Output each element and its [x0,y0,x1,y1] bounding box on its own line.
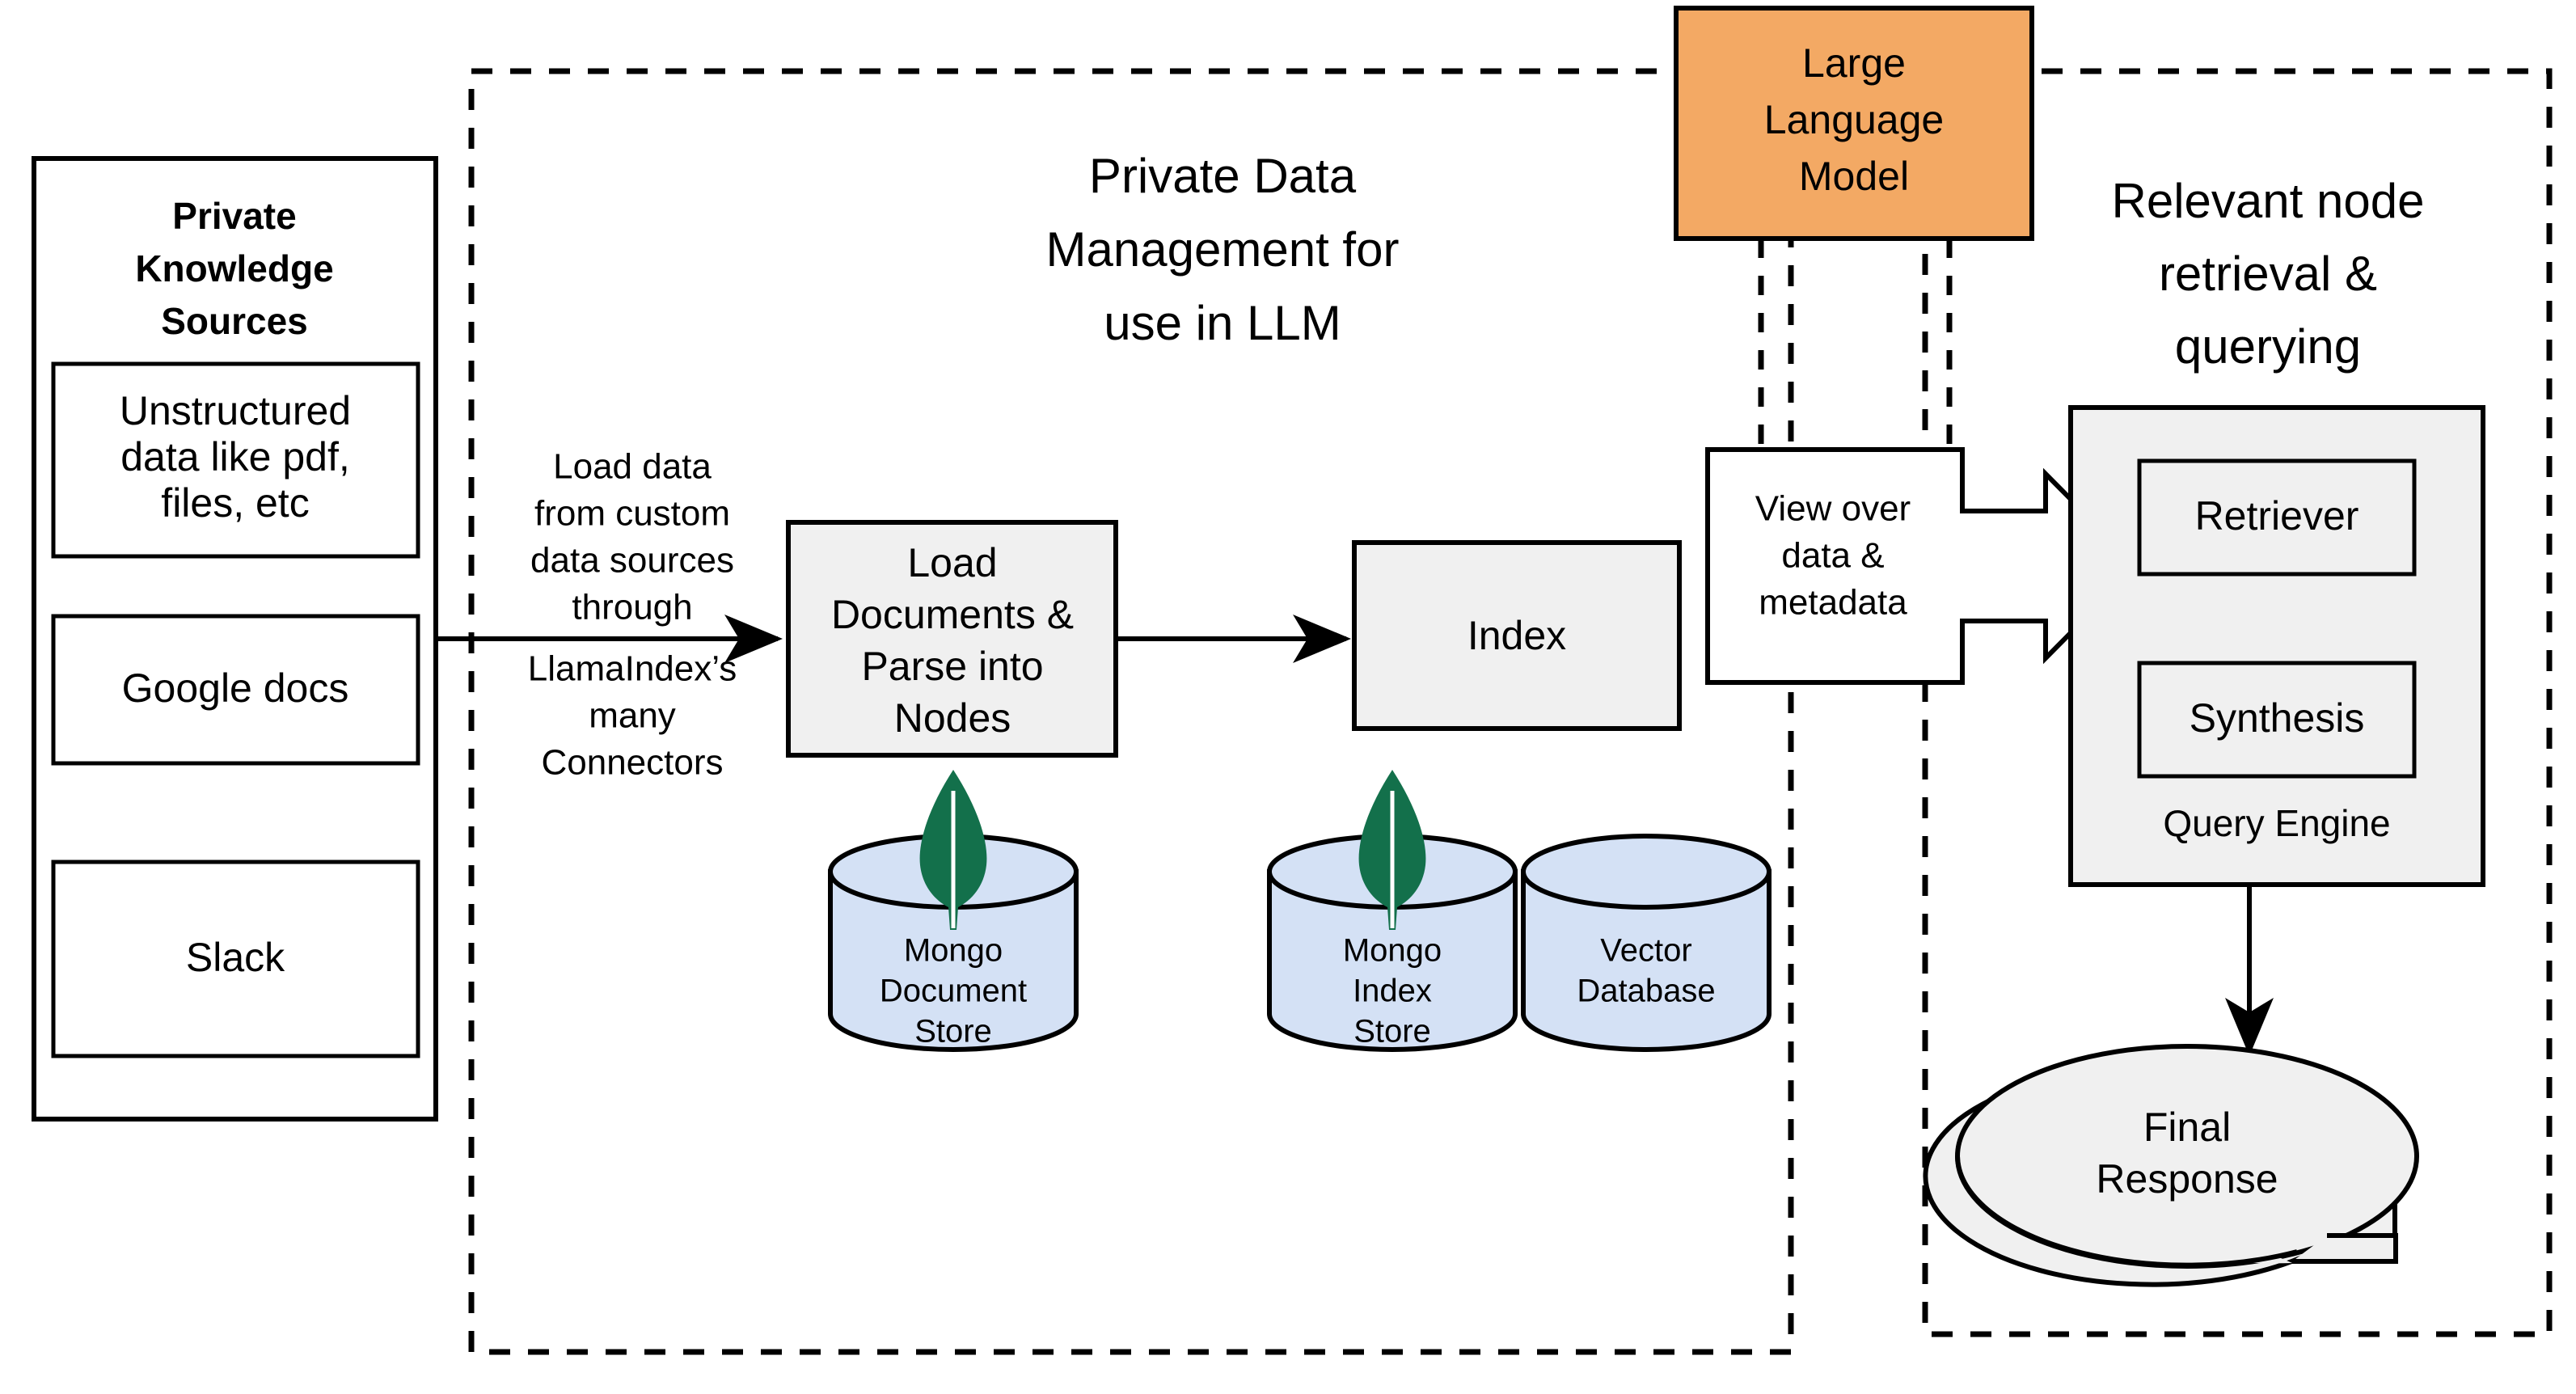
section-title-private-data-management: Private Data Management for use in LLM [1046,149,1400,350]
node-synthesis[interactable]: Synthesis [2137,661,2417,779]
load-label-top-line-4: through [572,588,692,627]
pdm-title-line-2: Management for [1046,222,1400,277]
datastore-vector-database[interactable]: Vector Database [1521,834,1772,1052]
load-label-top-line-3: data sources [530,541,734,581]
knowledge-source-item-unstructured-data[interactable]: Unstructured data like pdf, files, etc [51,361,420,559]
load-docs-line-1: Load [907,540,997,585]
query-engine-label: Query Engine [2163,802,2390,844]
mongodb-leaf-icon [1358,770,1426,930]
knowledge-source-item-google-docs[interactable]: Google docs [51,614,420,766]
load-label-bottom-line-3: Connectors [541,743,723,783]
llm-line-3: Model [1799,154,1909,199]
rnr-title-line-3: querying [2175,319,2361,374]
view-over-line-2: data & [1781,536,1884,576]
mongo-doc-store-line-1: Mongo [904,933,1003,969]
index-label: Index [1467,613,1566,658]
vector-db-line-2: Database [1577,974,1715,1009]
pks-heading-line-1: Private [172,195,296,237]
section-title-relevant-node-retrieval: Relevant node retrieval & querying [2112,174,2425,374]
node-large-language-model[interactable]: Large Language Model [1674,6,2034,241]
ks-item-0-line-2: data like pdf, [120,434,350,479]
final-response-line-2: Response [2096,1156,2278,1202]
ks-item-0-line-1: Unstructured [120,388,351,433]
retriever-label: Retriever [2195,493,2359,539]
load-label-top-line-1: Load data [553,447,712,487]
ks-item-2-line-1: Slack [186,935,285,980]
mongo-doc-store-line-2: Document [880,974,1027,1009]
edge-load-data-connectors: Load data from custom data sources throu… [436,447,783,783]
llm-line-1: Large [1802,40,1906,86]
datastore-mongo-document-store[interactable]: Mongo Document Store [828,770,1079,1052]
rnr-title-line-1: Relevant node [2112,174,2425,228]
pks-heading-line-2: Knowledge [135,247,333,289]
mongo-doc-store-line-3: Store [914,1014,992,1050]
load-docs-line-4: Nodes [894,695,1011,741]
pdm-title-line-1: Private Data [1089,149,1357,203]
node-query-engine[interactable]: Retriever Synthesis Query Engine [2068,405,2485,887]
datastore-mongo-index-store[interactable]: Mongo Index Store [1267,770,1518,1052]
private-data-management-container [468,68,1794,1355]
pdm-title-line-3: use in LLM [1104,296,1341,350]
mongodb-leaf-icon [919,770,987,930]
view-over-line-1: View over [1755,489,1911,529]
private-knowledge-sources-panel: Private Knowledge Sources Unstructured d… [32,156,438,1122]
final-response-line-1: Final [2143,1105,2231,1150]
vector-db-line-1: Vector [1600,933,1691,969]
mongo-index-store-line-1: Mongo [1343,933,1442,969]
load-label-bottom-line-1: LlamaIndex’s [528,649,737,689]
node-final-response[interactable]: Final Response [1923,1044,2419,1287]
load-label-top-line-2: from custom [534,494,730,534]
mongo-index-store-line-3: Store [1353,1014,1431,1050]
pks-heading-line-3: Sources [161,300,308,342]
node-index[interactable]: Index [1352,540,1682,731]
synthesis-label: Synthesis [2190,695,2365,741]
node-retriever[interactable]: Retriever [2137,458,2417,577]
ks-item-1-line-1: Google docs [122,665,349,711]
load-docs-line-3: Parse into [861,644,1043,689]
ks-item-0-line-3: files, etc [161,480,309,526]
knowledge-source-item-slack[interactable]: Slack [51,860,420,1058]
load-label-bottom-line-2: many [589,696,676,736]
node-load-documents-parse-into-nodes[interactable]: Load Documents & Parse into Nodes [786,520,1118,758]
mongo-index-store-line-2: Index [1353,974,1432,1009]
rnr-title-line-2: retrieval & [2159,247,2377,301]
load-docs-line-2: Documents & [831,592,1074,637]
llm-line-2: Language [1764,97,1944,142]
view-over-line-3: metadata [1759,583,1907,623]
